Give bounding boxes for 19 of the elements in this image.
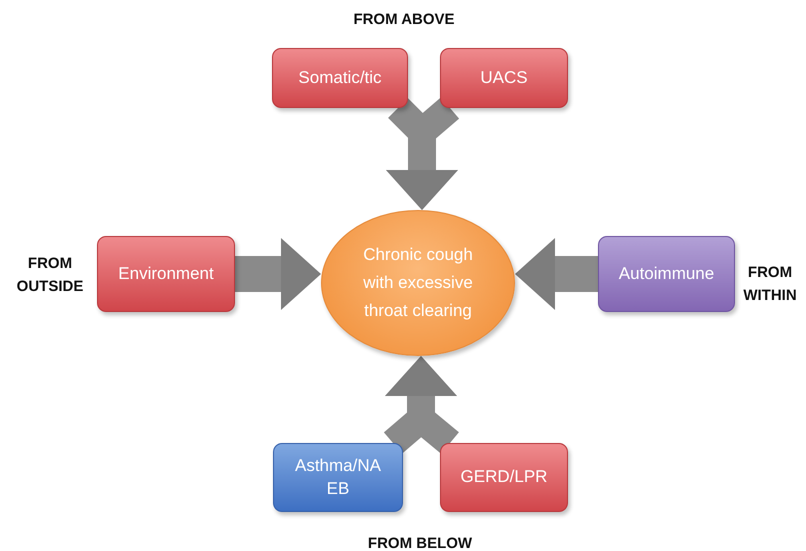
direction-heading: FROM ABOVE xyxy=(352,10,456,30)
cause-box xyxy=(440,48,568,108)
node-text: Somatic/tic xyxy=(298,66,382,89)
node-text: UACS xyxy=(480,66,528,89)
cause-box xyxy=(272,48,408,108)
node-text: GERD/LPR xyxy=(460,466,548,488)
node-text: Asthma/NA EB xyxy=(294,455,382,500)
direction-heading: FROM OUTSIDE xyxy=(16,254,84,297)
direction-heading: FROM BELOW xyxy=(366,534,474,551)
cause-box xyxy=(273,443,403,512)
cause-box xyxy=(97,236,235,312)
direction-heading: FROM WITHIN xyxy=(742,263,798,306)
block-arrow xyxy=(235,238,321,310)
block-arrow xyxy=(515,238,598,310)
cause-box xyxy=(598,236,735,312)
node-text: Autoimmune xyxy=(618,262,714,285)
cause-box xyxy=(440,443,568,512)
node-text: Environment xyxy=(118,262,214,285)
node-text: Chronic cough with excessive throat clearing xyxy=(362,244,474,322)
